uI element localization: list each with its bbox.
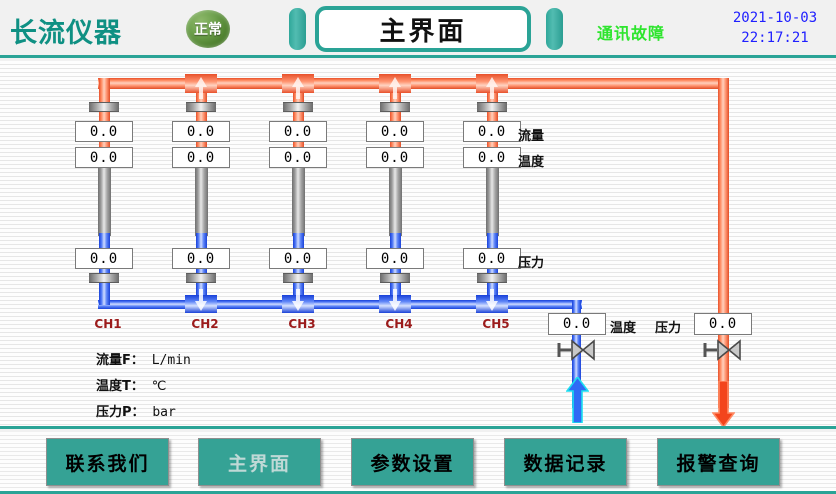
legend-unit-label: ℃ bbox=[143, 379, 167, 394]
channel-flow-value[interactable]: 0.0 bbox=[172, 121, 230, 142]
channel-exchanger-body bbox=[195, 168, 208, 236]
page-title: 主界面 bbox=[379, 16, 467, 47]
inlet-flow-arrow bbox=[566, 377, 589, 423]
navigation-bar: 联系我们 主界面 参数设置 数据记录 报警查询 bbox=[0, 432, 836, 494]
legend-quantity-label: 流量F： bbox=[96, 353, 144, 368]
nav-button-label: 报警查询 bbox=[676, 452, 761, 475]
channel-exchanger-body bbox=[486, 168, 499, 236]
channel-temperature-value[interactable]: 0.0 bbox=[172, 147, 230, 168]
channel-flow-value[interactable]: 0.0 bbox=[463, 121, 521, 142]
supply-tee-arrow-icon bbox=[195, 77, 207, 99]
pipe-flange bbox=[380, 102, 410, 112]
channel-return-riser-pipe bbox=[293, 233, 304, 305]
nav-button-label: 主界面 bbox=[227, 452, 291, 475]
channel-pressure-value[interactable]: 0.0 bbox=[172, 248, 230, 269]
channel-temperature-value[interactable]: 0.0 bbox=[366, 147, 424, 168]
pipe-flange bbox=[283, 102, 313, 112]
legend-row: 流量F： L/min bbox=[96, 349, 191, 368]
channel-flow-value[interactable]: 0.0 bbox=[269, 121, 327, 142]
channel-exchanger-body bbox=[98, 168, 111, 236]
channel-pressure-value[interactable]: 0.0 bbox=[463, 248, 521, 269]
legend-quantity-label: 温度T： bbox=[96, 379, 144, 394]
channel-temperature-value[interactable]: 0.0 bbox=[269, 147, 327, 168]
channel-name-label: CH3 bbox=[288, 317, 316, 331]
pipe-flange bbox=[477, 273, 507, 283]
nav-button-4[interactable]: 数据记录 bbox=[504, 438, 627, 486]
header-decoration-bar-left bbox=[289, 8, 306, 50]
pipe-flange bbox=[186, 102, 216, 112]
channel-name-label: CH2 bbox=[191, 317, 219, 331]
channel-pressure-value[interactable]: 0.0 bbox=[366, 248, 424, 269]
nav-button-label: 数据记录 bbox=[523, 452, 608, 475]
channel-temperature-value[interactable]: 0.0 bbox=[463, 147, 521, 168]
nav-button-label: 联系我们 bbox=[65, 452, 150, 475]
channel-return-riser-pipe bbox=[196, 233, 207, 305]
return-tee-arrow-icon bbox=[486, 289, 498, 311]
return-tee-arrow-icon bbox=[292, 289, 304, 311]
supply-tee-arrow-icon bbox=[389, 77, 401, 99]
legend-quantity-label: 压力P： bbox=[96, 405, 145, 420]
channel-flow-value[interactable]: 0.0 bbox=[366, 121, 424, 142]
legend-row: 温度T： ℃ bbox=[96, 375, 166, 394]
return-header-pipe bbox=[98, 300, 582, 309]
return-tee-arrow-icon bbox=[389, 289, 401, 311]
outlet-valve-icon[interactable] bbox=[702, 339, 744, 365]
channel-exchanger-body bbox=[389, 168, 402, 236]
channel-flow-value[interactable]: 0.0 bbox=[75, 121, 133, 142]
page-title-box: 主界面 bbox=[315, 6, 531, 52]
inlet-valve-icon[interactable] bbox=[556, 339, 598, 365]
supply-tee-arrow-icon bbox=[292, 77, 304, 99]
pipe-flange bbox=[186, 273, 216, 283]
nav-button-5[interactable]: 报警查询 bbox=[657, 438, 780, 486]
date-text: 2021-10-03 bbox=[732, 10, 818, 26]
time-text: 22:17:21 bbox=[741, 30, 809, 46]
row-label-flow: 流量 bbox=[518, 129, 545, 144]
nav-button-1[interactable]: 联系我们 bbox=[46, 438, 169, 486]
inlet-temperature-label: 温度 bbox=[610, 321, 637, 336]
legend-row: 压力P： bar bbox=[96, 401, 176, 420]
header-decoration-bar-right bbox=[546, 8, 563, 50]
header-bar: 长流仪器 正常 主界面 通讯故障 2021-10-03 22:17:21 bbox=[0, 0, 836, 58]
channel-pressure-value[interactable]: 0.0 bbox=[269, 248, 327, 269]
pipe-flange bbox=[89, 273, 119, 283]
communication-status: 通讯故障 bbox=[597, 24, 666, 43]
nav-button-label: 参数设置 bbox=[370, 452, 455, 475]
pipe-flange bbox=[283, 273, 313, 283]
channel-name-label: CH5 bbox=[482, 317, 510, 331]
outlet-flow-arrow bbox=[712, 381, 735, 426]
return-tee-arrow-icon bbox=[195, 289, 207, 311]
pipe-flange bbox=[380, 273, 410, 283]
row-label-temperature: 温度 bbox=[518, 155, 545, 170]
channel-pressure-value[interactable]: 0.0 bbox=[75, 248, 133, 269]
status-lamp-label: 正常 bbox=[194, 22, 222, 38]
channel-exchanger-body bbox=[292, 168, 305, 236]
company-logo: 长流仪器 bbox=[10, 18, 122, 49]
channel-name-label: CH1 bbox=[94, 317, 122, 331]
channel-return-riser-pipe bbox=[390, 233, 401, 305]
status-lamp-indicator: 正常 bbox=[186, 10, 230, 48]
channel-return-riser-pipe bbox=[487, 233, 498, 305]
supply-tee-arrow-icon bbox=[486, 77, 498, 99]
channel-name-label: CH4 bbox=[385, 317, 413, 331]
supply-header-pipe bbox=[98, 78, 729, 89]
row-label-pressure: 压力 bbox=[518, 256, 545, 271]
legend-unit-label: bar bbox=[144, 405, 176, 420]
legend-unit-label: L/min bbox=[143, 353, 191, 368]
channel-temperature-value[interactable]: 0.0 bbox=[75, 147, 133, 168]
datetime-display: 2021-10-03 22:17:21 bbox=[716, 8, 834, 48]
supply-downcomer-pipe bbox=[718, 78, 729, 408]
inlet-temperature-value[interactable]: 0.0 bbox=[548, 313, 606, 335]
pipe-flange bbox=[477, 102, 507, 112]
nav-button-2: 主界面 bbox=[198, 438, 321, 486]
nav-button-3[interactable]: 参数设置 bbox=[351, 438, 474, 486]
outlet-pressure-label: 压力 bbox=[655, 321, 682, 336]
channel-return-riser-pipe bbox=[99, 233, 110, 305]
outlet-pressure-value[interactable]: 0.0 bbox=[694, 313, 752, 335]
pipe-flange bbox=[89, 102, 119, 112]
